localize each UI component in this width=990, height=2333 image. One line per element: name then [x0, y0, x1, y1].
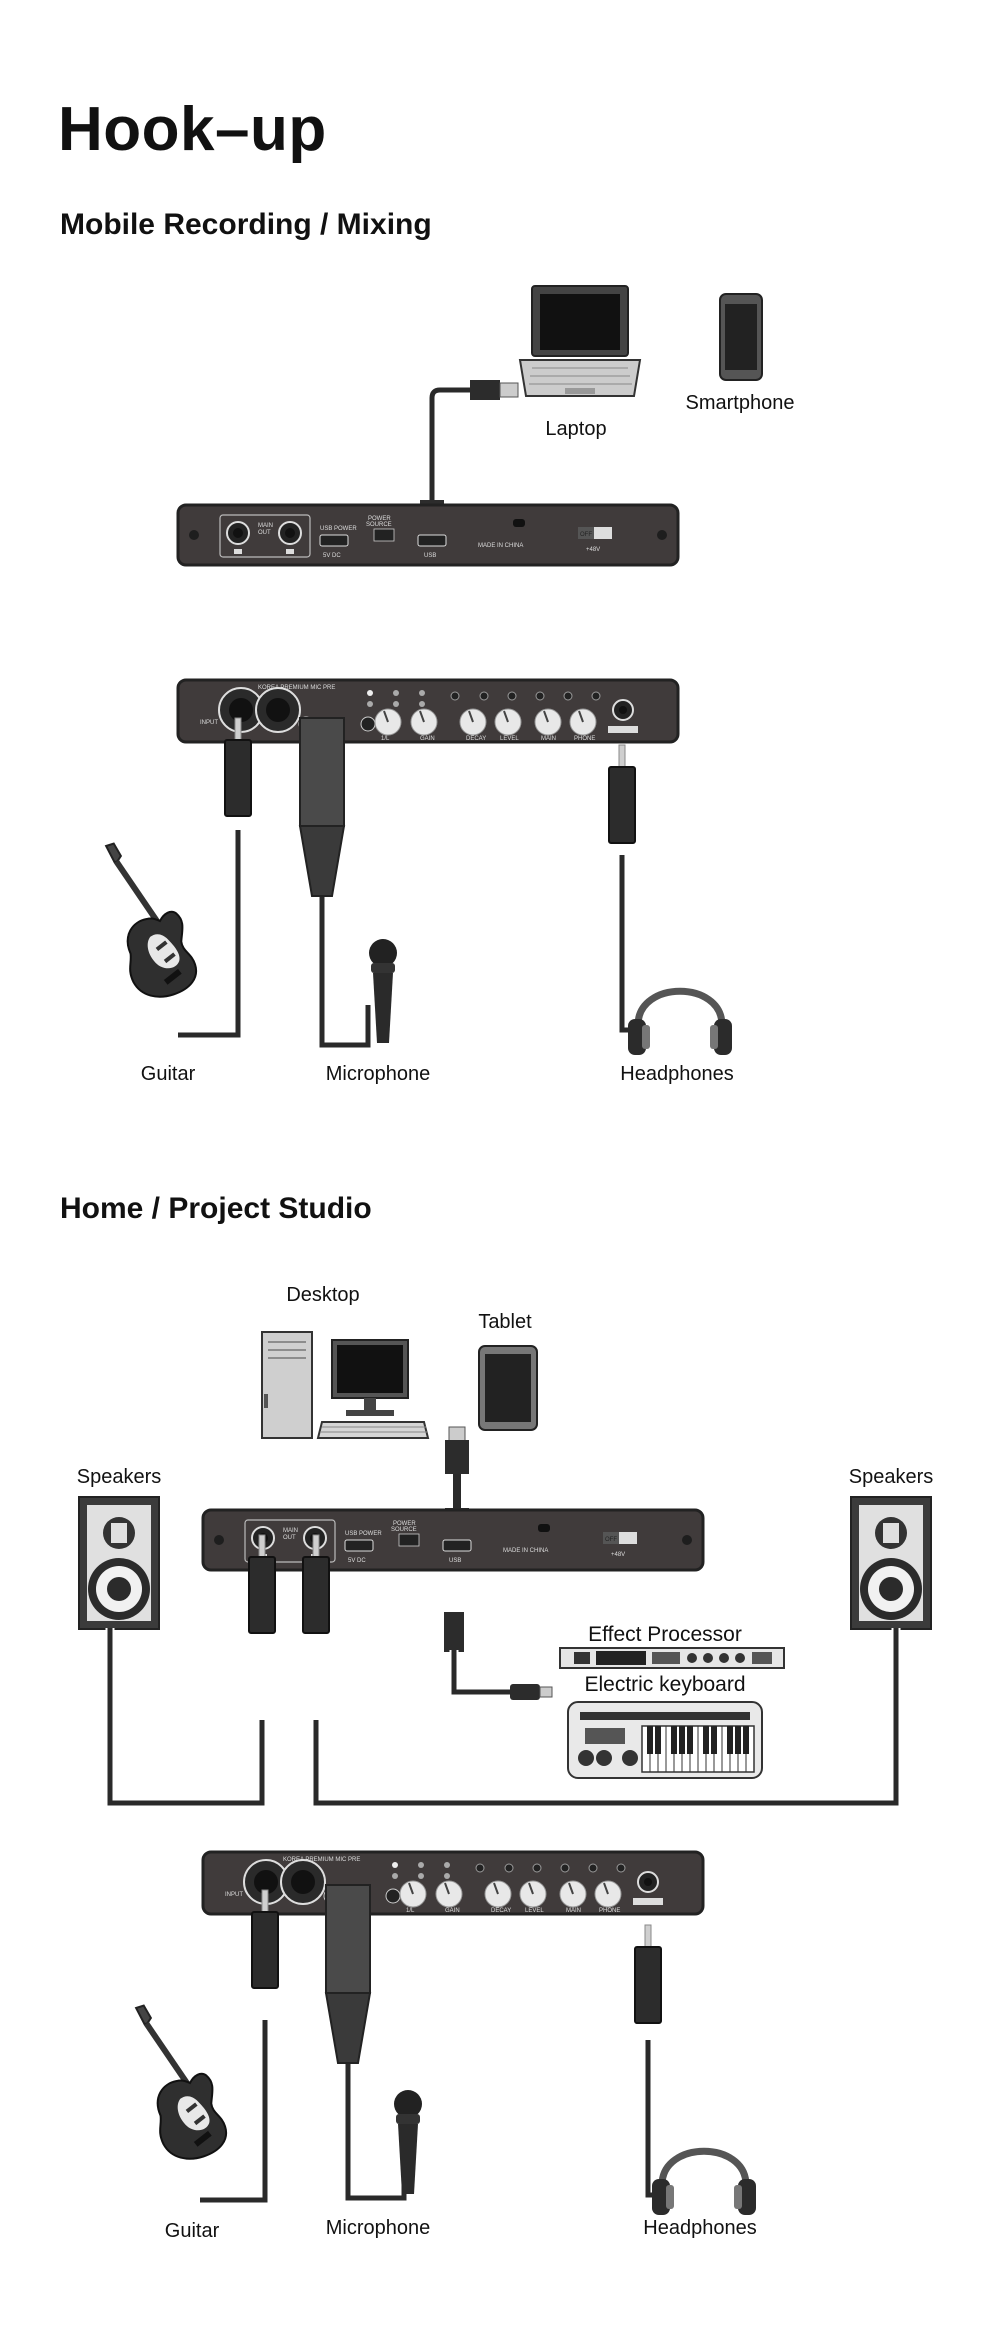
svg-text:OUT: OUT [283, 1535, 296, 1541]
speakers-right-label: Speakers [848, 1466, 934, 1488]
page-title: Hook–up [58, 95, 327, 164]
smartphone-label: Smartphone [685, 392, 795, 414]
svg-text:MAIN: MAIN [566, 1908, 581, 1914]
svg-text:KOREA PREMIUM MIC PRE: KOREA PREMIUM MIC PRE [283, 1857, 360, 1863]
svg-text:GAIN: GAIN [445, 1908, 460, 1914]
svg-text:ON: ON [598, 532, 607, 538]
svg-text:DECAY: DECAY [466, 736, 486, 742]
electric-keyboard-icon [567, 1701, 763, 1779]
speaker-left-icon [78, 1496, 160, 1630]
svg-text:MADE IN CHINA: MADE IN CHINA [503, 1548, 548, 1554]
effect-processor-icon [559, 1647, 785, 1669]
desktop-label: Desktop [286, 1284, 360, 1306]
guitar-icon-2 [121, 1993, 233, 2167]
svg-text:ON: ON [623, 1537, 632, 1543]
svg-text:+48V: +48V [611, 1552, 625, 1558]
guitar-icon [91, 831, 203, 1005]
laptop-label: Laptop [545, 418, 607, 440]
svg-text:PHONE: PHONE [574, 736, 595, 742]
svg-text:INPUT: INPUT [225, 1892, 243, 1898]
svg-text:MADE IN CHINA: MADE IN CHINA [478, 543, 523, 549]
headphones-icon [628, 991, 732, 1055]
speakers-left-label: Speakers [76, 1466, 162, 1488]
microphone-label-2: Microphone [325, 2217, 431, 2239]
rear-panel-1: MAIN OUT USB POWER 5V DC POWER SOURCE US… [176, 503, 680, 567]
tablet-label: Tablet [478, 1311, 532, 1333]
rear-panel-2: MAIN OUT USB POWER 5V DC POWER SOURCE US… [201, 1508, 705, 1572]
svg-text:MAIN: MAIN [258, 523, 273, 529]
microphone-label: Microphone [325, 1063, 431, 1085]
svg-text:INPUT: INPUT [200, 720, 218, 726]
svg-text:1/L: 1/L [406, 1908, 415, 1914]
front-panel-2: KOREA PREMIUM MIC PRE INPUT 1/L GAIN DEC… [201, 1850, 705, 1916]
svg-text:LEVEL: LEVEL [525, 1908, 544, 1914]
svg-text:GAIN: GAIN [420, 736, 435, 742]
svg-text:DECAY: DECAY [491, 1908, 511, 1914]
microphone-icon-2 [394, 2090, 422, 2194]
svg-text:+48V: +48V [586, 547, 600, 553]
desktop-icon [261, 1331, 430, 1439]
svg-text:5V DC: 5V DC [348, 1558, 366, 1564]
electric-keyboard-label: Electric keyboard [584, 1673, 746, 1696]
svg-text:OFF: OFF [605, 1537, 617, 1543]
svg-text:USB POWER: USB POWER [320, 526, 357, 532]
laptop-icon [518, 285, 642, 397]
headphones-label-2: Headphones [643, 2217, 757, 2239]
svg-text:LEVEL: LEVEL [500, 736, 519, 742]
svg-text:1/L: 1/L [381, 736, 390, 742]
svg-text:OUT: OUT [258, 530, 271, 536]
svg-text:OFF: OFF [580, 532, 592, 538]
svg-text:MAIN: MAIN [541, 736, 556, 742]
tablet-icon [478, 1345, 538, 1431]
svg-text:PHONE: PHONE [599, 1908, 620, 1914]
headphones-label: Headphones [620, 1063, 734, 1085]
svg-text:POWER: POWER [393, 1521, 416, 1527]
section-heading-mobile: Mobile Recording / Mixing [60, 208, 432, 241]
smartphone-icon [719, 293, 763, 381]
svg-text:USB: USB [424, 553, 436, 559]
microphone-icon [369, 939, 397, 1043]
speaker-right-icon [850, 1496, 932, 1630]
svg-text:KOREA PREMIUM MIC PRE: KOREA PREMIUM MIC PRE [258, 685, 335, 691]
section-heading-studio: Home / Project Studio [60, 1192, 372, 1225]
effect-processor-label: Effect Processor [588, 1623, 742, 1646]
svg-text:USB: USB [449, 1558, 461, 1564]
guitar-label: Guitar [140, 1063, 196, 1085]
headphones-icon-2 [652, 2151, 756, 2215]
svg-text:USB POWER: USB POWER [345, 1531, 382, 1537]
svg-text:MAIN: MAIN [283, 1528, 298, 1534]
front-panel-1: KOREA PREMIUM MIC PRE INPUT 1/L GAIN DEC… [176, 678, 680, 744]
svg-text:SOURCE: SOURCE [391, 1527, 417, 1533]
svg-text:SOURCE: SOURCE [366, 522, 392, 528]
svg-text:POWER: POWER [368, 516, 391, 522]
usb-plug-icon [470, 380, 500, 400]
guitar-label-2: Guitar [164, 2220, 220, 2242]
svg-text:5V DC: 5V DC [323, 553, 341, 559]
